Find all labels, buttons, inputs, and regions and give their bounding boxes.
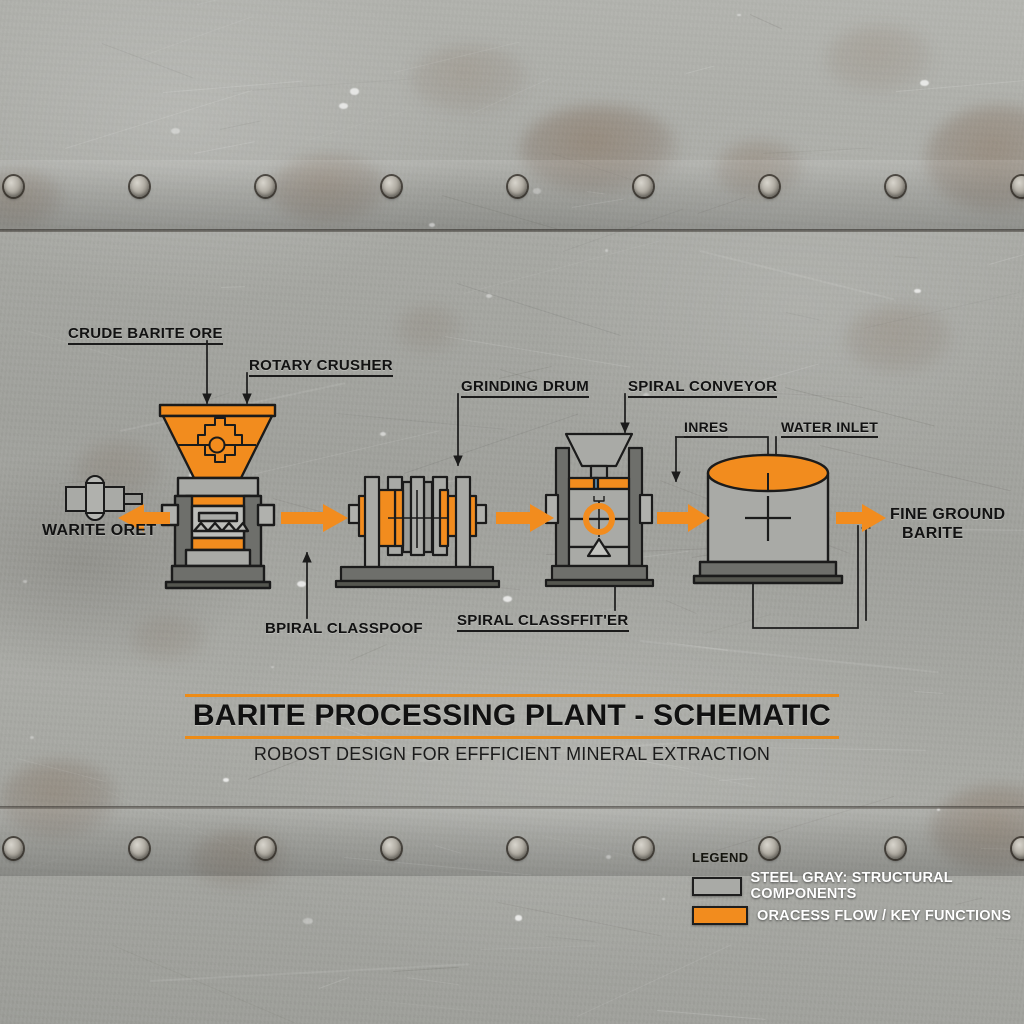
rivet [1012, 176, 1024, 197]
label-water-inlet: WATER INLET [781, 419, 879, 438]
spiral-classifier [544, 432, 655, 588]
recirculation-loop [748, 525, 859, 629]
rivet [130, 176, 149, 197]
label-fine-ground-barite-line2: BARITE [902, 525, 964, 542]
rivet [4, 838, 23, 859]
label-crude-barite-ore: CRUDE BARITE ORE [68, 325, 223, 345]
page-title: BARITE PROCESSING PLANT - SCHEMATIC [184, 694, 840, 739]
rivet [256, 176, 275, 197]
rivet [760, 838, 779, 859]
rivet [508, 176, 527, 197]
legend-item-steel-gray: STEEL GRAY: STRUCTURAL COMPONENTS [692, 870, 1024, 902]
rivet [382, 176, 401, 197]
rivet [508, 838, 527, 859]
label-warite-oret: WARITE ORET [42, 522, 157, 539]
label-spiral-conveyor: SPIRAL CONVEYOR [628, 378, 778, 398]
label-fine-ground-barite-line1: FINE GROUND [890, 506, 1006, 523]
rotary-crusher [158, 403, 277, 590]
title-block: BARITE PROCESSING PLANT - SCHEMATIC ROBO… [0, 694, 1024, 765]
legend-label-steel-gray: STEEL GRAY: STRUCTURAL COMPONENTS [750, 870, 953, 902]
rivet [634, 838, 653, 859]
rivet [760, 176, 779, 197]
page-subtitle: ROBOST DESIGN FOR EFFFICIENT MINERAL EXT… [253, 744, 771, 764]
rivet [256, 838, 275, 859]
top-seam [0, 160, 1024, 232]
label-bpiral-classpoof: BPIRAL CLASSPOOF [265, 620, 423, 637]
label-rotary-crusher: ROTARY CRUSHER [249, 357, 393, 377]
rivet [4, 176, 23, 197]
legend-label-process-flow: ORACESS FLOW / KEY FUNCTIONS [757, 907, 1012, 924]
legend: LEGEND STEEL GRAY: STRUCTURAL COMPONENTS… [692, 850, 1024, 929]
label-spiral-classffiter: SPIRAL CLASSFFIT'ER [457, 612, 629, 632]
storage-tank [692, 453, 844, 585]
legend-item-process-flow: ORACESS FLOW / KEY FUNCTIONS [692, 906, 1024, 925]
arrow-crusher-to-drum [281, 504, 348, 532]
rivet [634, 176, 653, 197]
legend-swatch-process-flow [692, 906, 748, 925]
legend-swatch-steel-gray [692, 876, 742, 896]
rivet [886, 176, 905, 197]
rivet [1012, 838, 1024, 859]
label-inres: INRES [684, 419, 729, 438]
legend-heading: LEGEND [692, 850, 749, 865]
flow-arrows [118, 504, 886, 532]
arrow-drum-to-classifier [496, 504, 554, 532]
label-grinding-drum: GRINDING DRUM [461, 378, 590, 398]
rivet [886, 838, 905, 859]
rivet [130, 838, 149, 859]
grinding-drum [334, 475, 501, 589]
rivet [382, 838, 401, 859]
arrow-tank-to-crusher [118, 504, 170, 532]
arrow-tank-to-output [836, 504, 886, 532]
arrow-classifier-to-tank [657, 504, 710, 532]
valve-icon [65, 475, 143, 521]
